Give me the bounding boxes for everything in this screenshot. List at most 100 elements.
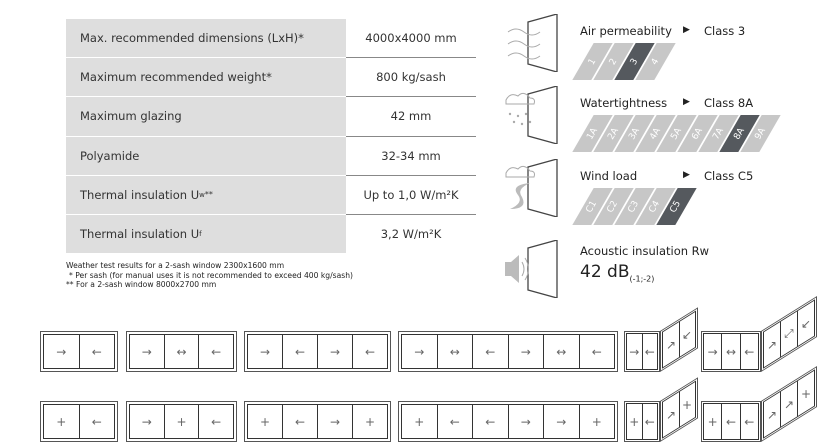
spec-label-text: Polyamide [80, 148, 140, 163]
spec-value: 3,2 W/m²K [346, 213, 476, 253]
sash-pane: ↗ [780, 381, 797, 428]
property-row: Air permeability▶Class 3 [580, 24, 745, 38]
class-label: 2 [607, 56, 620, 67]
acoustic-label: Acoustic insulation Rw [580, 244, 710, 258]
spec-label: Maximum recommended weight* [66, 57, 346, 97]
sash-pane: + [797, 370, 814, 417]
opening-direction-icon: → [329, 344, 341, 359]
sash-pane: + [44, 405, 79, 438]
opening-direction-icon: ← [725, 414, 737, 429]
window-configuration[interactable]: →↔← [126, 331, 237, 372]
sash-pane: → [44, 335, 79, 368]
opening-direction-icon: ← [485, 414, 496, 429]
window-configuration[interactable]: +← [40, 401, 118, 442]
sash-pane: → [317, 335, 352, 368]
opening-direction-icon: + [707, 414, 718, 429]
property-row: Watertightness▶Class 8A [580, 96, 753, 110]
corner-flat-section: +← [624, 401, 660, 442]
corner-window-configuration[interactable]: →↔←↗ ⤢↙ [701, 296, 821, 373]
corner-angled-section: ↗+ [660, 377, 698, 442]
class-label: 2A [606, 125, 621, 142]
sash-pane: ← [198, 405, 233, 438]
window-configuration[interactable]: →←→← [244, 331, 391, 372]
opening-direction-icon: ← [91, 414, 102, 429]
opening-direction-icon: → [556, 414, 567, 429]
sash-pane: ← [739, 404, 758, 439]
opening-direction-icon: ← [294, 344, 306, 359]
sash-pane: + [627, 404, 642, 439]
sash-pane: → [130, 335, 164, 368]
corner-flat-section: →↔← [701, 331, 761, 372]
spec-label: Max. recommended dimensions (LxH)* [66, 18, 346, 58]
opening-direction-icon: + [682, 397, 693, 412]
opening-direction-icon: ↗ [766, 407, 778, 422]
spec-label-text: Thermal insulation U [80, 227, 200, 242]
sash-pane: → [704, 334, 721, 369]
sash-pane: ↔ [163, 335, 199, 368]
class-label: C2 [606, 198, 621, 215]
opening-direction-icon: + [364, 414, 376, 429]
sash-pane: + [352, 405, 387, 438]
opening-direction-icon: → [629, 344, 640, 359]
acoustic-db: 42 dB [580, 262, 630, 282]
sash-pane: ← [472, 335, 508, 368]
sash-pane: + [163, 405, 199, 438]
sash-pane: ← [436, 405, 473, 438]
sash-pane: + [248, 405, 282, 438]
spec-label: Maximum glazing [66, 96, 346, 136]
sash-pane: + [578, 405, 615, 438]
opening-direction-icon: ← [91, 344, 102, 359]
acoustic-value: 42 dB(-1;-2) [580, 262, 654, 283]
class-label: 8A [732, 125, 747, 142]
window-configuration[interactable]: →↔←→↔← [398, 331, 618, 372]
sash-pane: ↔ [543, 335, 579, 368]
class-label: 6A [690, 125, 705, 142]
sash-pane: ← [739, 334, 758, 369]
corner-window-configuration[interactable]: →←↗↙ [624, 307, 702, 373]
opening-direction-icon: → [707, 344, 718, 359]
sash-pane: ↔ [721, 334, 739, 369]
storm-window-icon [500, 158, 560, 221]
window-configuration[interactable]: +←→+ [244, 401, 391, 442]
spec-sup: ** [204, 190, 213, 200]
corner-angled-section: ↗ ⤢↙ [761, 296, 817, 372]
sash-pane: ← [78, 335, 115, 368]
sash-pane: → [130, 405, 164, 438]
spec-value: 800 kg/sash [346, 57, 476, 96]
property-class: Class C5 [704, 169, 754, 183]
opening-direction-icon: ← [644, 344, 655, 359]
sash-pane: ↔ [436, 335, 473, 368]
corner-window-configuration[interactable]: +←←↗↗+ [701, 366, 821, 443]
window-configuration[interactable]: →+← [126, 401, 237, 442]
corner-window-configuration[interactable]: +←↗+ [624, 377, 702, 443]
opening-direction-icon: → [141, 344, 152, 359]
sash-pane: ← [578, 335, 615, 368]
property-name: Wind load [580, 169, 638, 183]
opening-direction-icon: + [56, 414, 67, 429]
speaker-window-icon [500, 239, 560, 302]
opening-direction-icon: ← [744, 414, 755, 429]
window-configuration[interactable]: +←←→→+ [398, 401, 618, 442]
opening-direction-icon: ⤢ [784, 326, 794, 341]
sash-pane: ↗ [663, 392, 679, 437]
class-label: 5A [669, 125, 684, 142]
acoustic-sub: (-1;-2) [629, 274, 655, 284]
opening-direction-icon: ← [591, 344, 602, 359]
sash-pane: → [402, 335, 437, 368]
spec-label-text: Maximum glazing [80, 109, 182, 124]
spec-value: Up to 1,0 W/m²K [346, 174, 476, 214]
sash-pane: ↗ [764, 322, 780, 367]
opening-direction-icon: ↙ [682, 327, 693, 342]
sash-pane: ← [721, 404, 739, 439]
triangle-right-icon: ▶ [683, 170, 690, 180]
sash-pane: ↙ [797, 300, 814, 347]
opening-direction-icon: + [414, 414, 425, 429]
sash-pane: → [248, 335, 282, 368]
window-configuration[interactable]: →← [40, 331, 118, 372]
